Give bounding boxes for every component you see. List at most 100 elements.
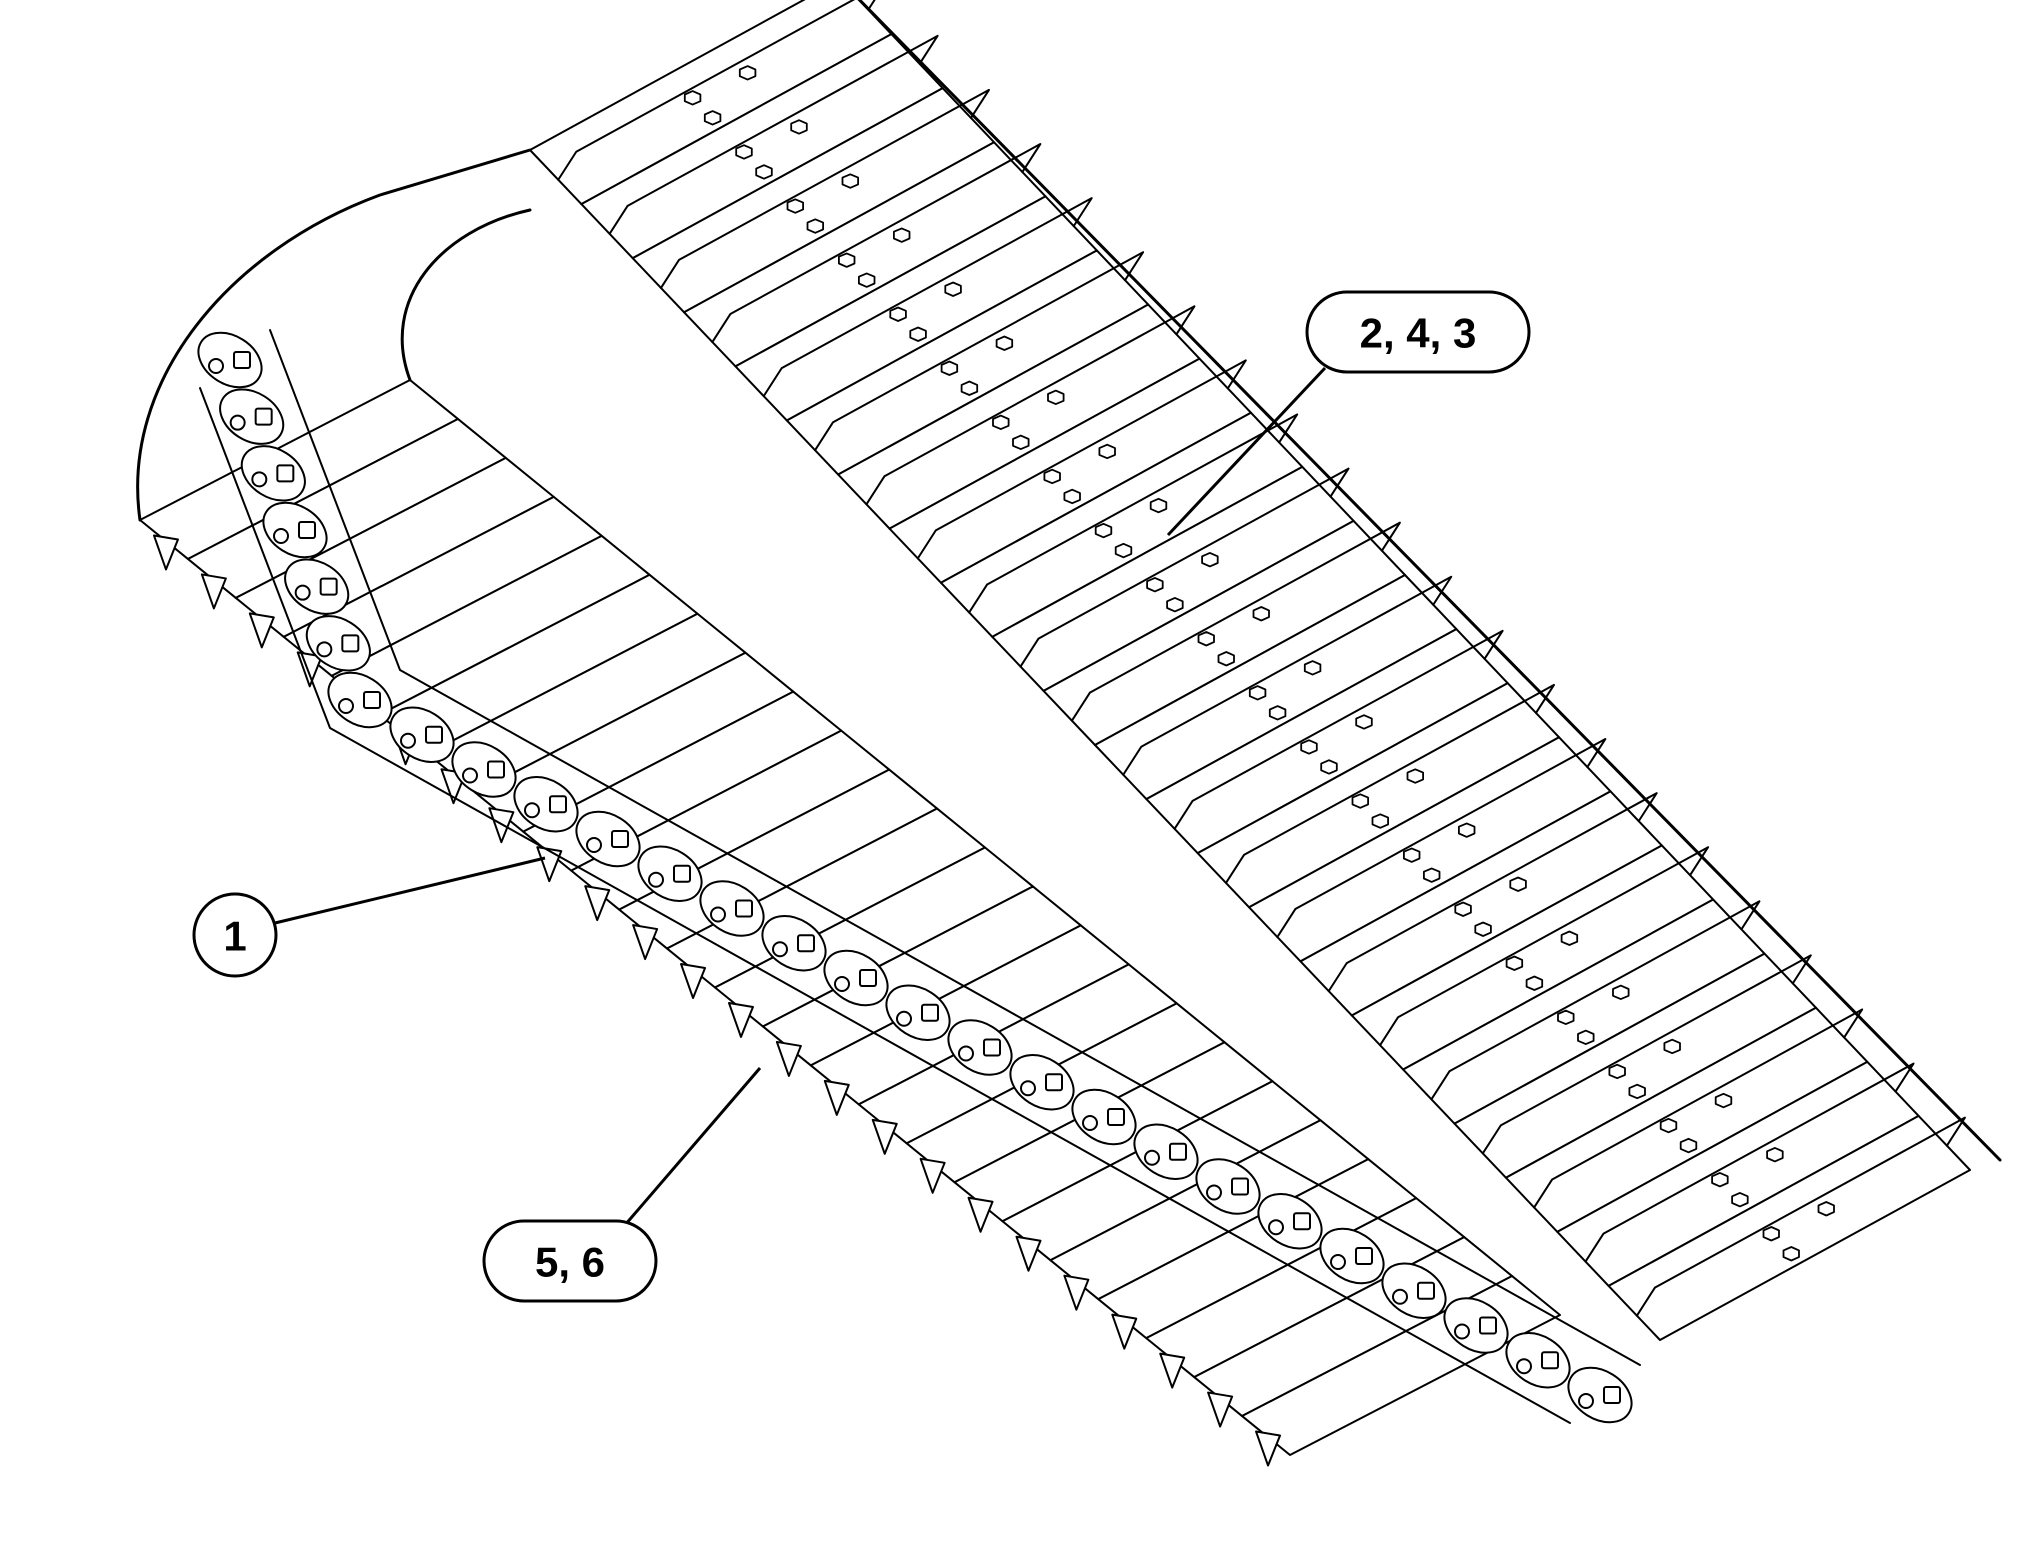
link-nut-icon	[1479, 1316, 1497, 1335]
bolt-head-icon	[1351, 793, 1369, 809]
link-nut-icon	[1417, 1281, 1435, 1300]
bolt-head-icon	[1166, 597, 1184, 613]
bolt-head-icon	[1505, 955, 1524, 971]
link-nut-icon	[921, 1003, 939, 1022]
grouser-ridge	[865, 305, 1196, 506]
bolt-head-icon	[1525, 975, 1544, 991]
bolt-head-icon	[995, 335, 1014, 351]
callout-2-4-3-bubble	[1305, 290, 1531, 374]
bolt-head-icon	[683, 90, 702, 106]
grouser-spike	[248, 612, 275, 649]
link-nut-icon	[859, 969, 877, 987]
grouser-ridge	[711, 143, 1042, 344]
callout-1: 1	[192, 856, 546, 978]
link-nut-icon	[487, 760, 505, 779]
link-nut-icon	[549, 795, 567, 814]
link-nut-icon	[341, 634, 360, 653]
pin-icon	[586, 837, 602, 853]
pin-icon	[1330, 1254, 1346, 1270]
callout-1-label: 1	[223, 913, 246, 960]
bolt-head-icon	[1782, 1246, 1800, 1262]
pin-icon	[958, 1045, 974, 1062]
bolt-head-icon	[858, 272, 876, 288]
grouser-ridge	[968, 413, 1299, 614]
bolt-head-icon	[1659, 1117, 1678, 1134]
chain-link	[1567, 1366, 1633, 1424]
grouser-spike	[823, 1079, 850, 1116]
grouser-spike	[871, 1118, 898, 1155]
bolt-head-icon	[1320, 759, 1338, 775]
track-end-curve-inner	[400, 208, 532, 382]
bolt-head-icon	[1300, 739, 1318, 755]
bolt-head-icon	[1114, 542, 1133, 559]
bolt-head-icon	[1714, 1092, 1733, 1109]
bolt-head-icon	[1012, 434, 1030, 451]
link-nut-icon	[611, 830, 629, 848]
chain-rail-inner	[199, 387, 1571, 1424]
grouser-spike	[1111, 1313, 1138, 1350]
pin-icon	[251, 471, 268, 488]
bolt-head-icon	[1248, 685, 1267, 701]
bolt-head-icon	[1577, 1029, 1595, 1045]
pin-icon	[710, 906, 726, 923]
pin-icon	[648, 871, 664, 888]
bolt-head-icon	[786, 198, 804, 214]
link-nut-icon	[298, 521, 316, 539]
bolt-head-icon	[1146, 577, 1164, 593]
bolt-head-icon	[1094, 522, 1113, 539]
callout-1-bubble	[192, 892, 278, 978]
grouser-spike	[1015, 1235, 1042, 1272]
link-nut-icon	[276, 464, 295, 483]
bolt-head-icon	[1423, 867, 1441, 883]
pin-icon	[338, 698, 354, 714]
link-nut-icon	[233, 351, 251, 369]
grouser-spike	[1159, 1352, 1186, 1389]
grouser-spike	[632, 924, 659, 961]
bolt-head-icon	[1201, 552, 1219, 568]
grouser-ridge	[916, 359, 1247, 560]
callout-5-6-label: 5, 6	[535, 1239, 605, 1286]
bolt-head-icon	[1663, 1038, 1681, 1055]
grouser-spike	[775, 1040, 802, 1077]
pin-icon	[316, 641, 333, 658]
grouser-spike	[1063, 1274, 1090, 1311]
leader-line-1	[274, 856, 546, 925]
link-nut-icon	[1169, 1142, 1187, 1161]
grouser-spike	[536, 846, 563, 883]
callout-2-4-3: 2, 4, 3	[1166, 290, 1531, 537]
link-nut-icon	[1293, 1212, 1311, 1231]
grouser-ridge	[1584, 1062, 1915, 1263]
link-nut-icon	[1541, 1351, 1559, 1370]
pin-icon	[1454, 1323, 1470, 1340]
bolt-head-icon	[1762, 1226, 1780, 1242]
pin-icon	[1516, 1358, 1532, 1375]
bolt-head-icon	[1406, 768, 1424, 784]
pin-icon	[772, 941, 788, 958]
leader-line-2-4-3	[1166, 366, 1327, 537]
link-nut-icon	[1355, 1247, 1373, 1265]
grouser-spike	[1255, 1430, 1282, 1467]
pin-icon	[896, 1010, 912, 1027]
bolt-head-icon	[960, 380, 979, 396]
bolt-head-icon	[1355, 714, 1373, 730]
grouser-ridge	[557, 0, 876, 181]
callout-5-6-bubble	[482, 1219, 658, 1303]
bolt-head-icon	[1474, 921, 1492, 937]
bolt-head-icon	[806, 218, 824, 234]
grouser-ridge	[608, 34, 939, 235]
bolt-head-icon	[1817, 1201, 1835, 1217]
chain-link	[219, 388, 285, 445]
pin-icon	[273, 528, 289, 544]
bolt-head-icon	[940, 360, 959, 376]
track-shoe-upper	[1607, 1114, 1971, 1341]
link-nut-icon	[1045, 1073, 1063, 1092]
pin-icon	[1144, 1149, 1160, 1166]
link-nut-icon	[425, 725, 443, 744]
grouser-ridge	[762, 197, 1093, 398]
track-drawing	[136, 0, 2002, 1467]
bolt-head-icon	[838, 252, 856, 268]
bolt-head-icon	[1612, 984, 1630, 1000]
bolt-head-icon	[1731, 1192, 1749, 1208]
grouser-ridge	[1327, 792, 1658, 993]
